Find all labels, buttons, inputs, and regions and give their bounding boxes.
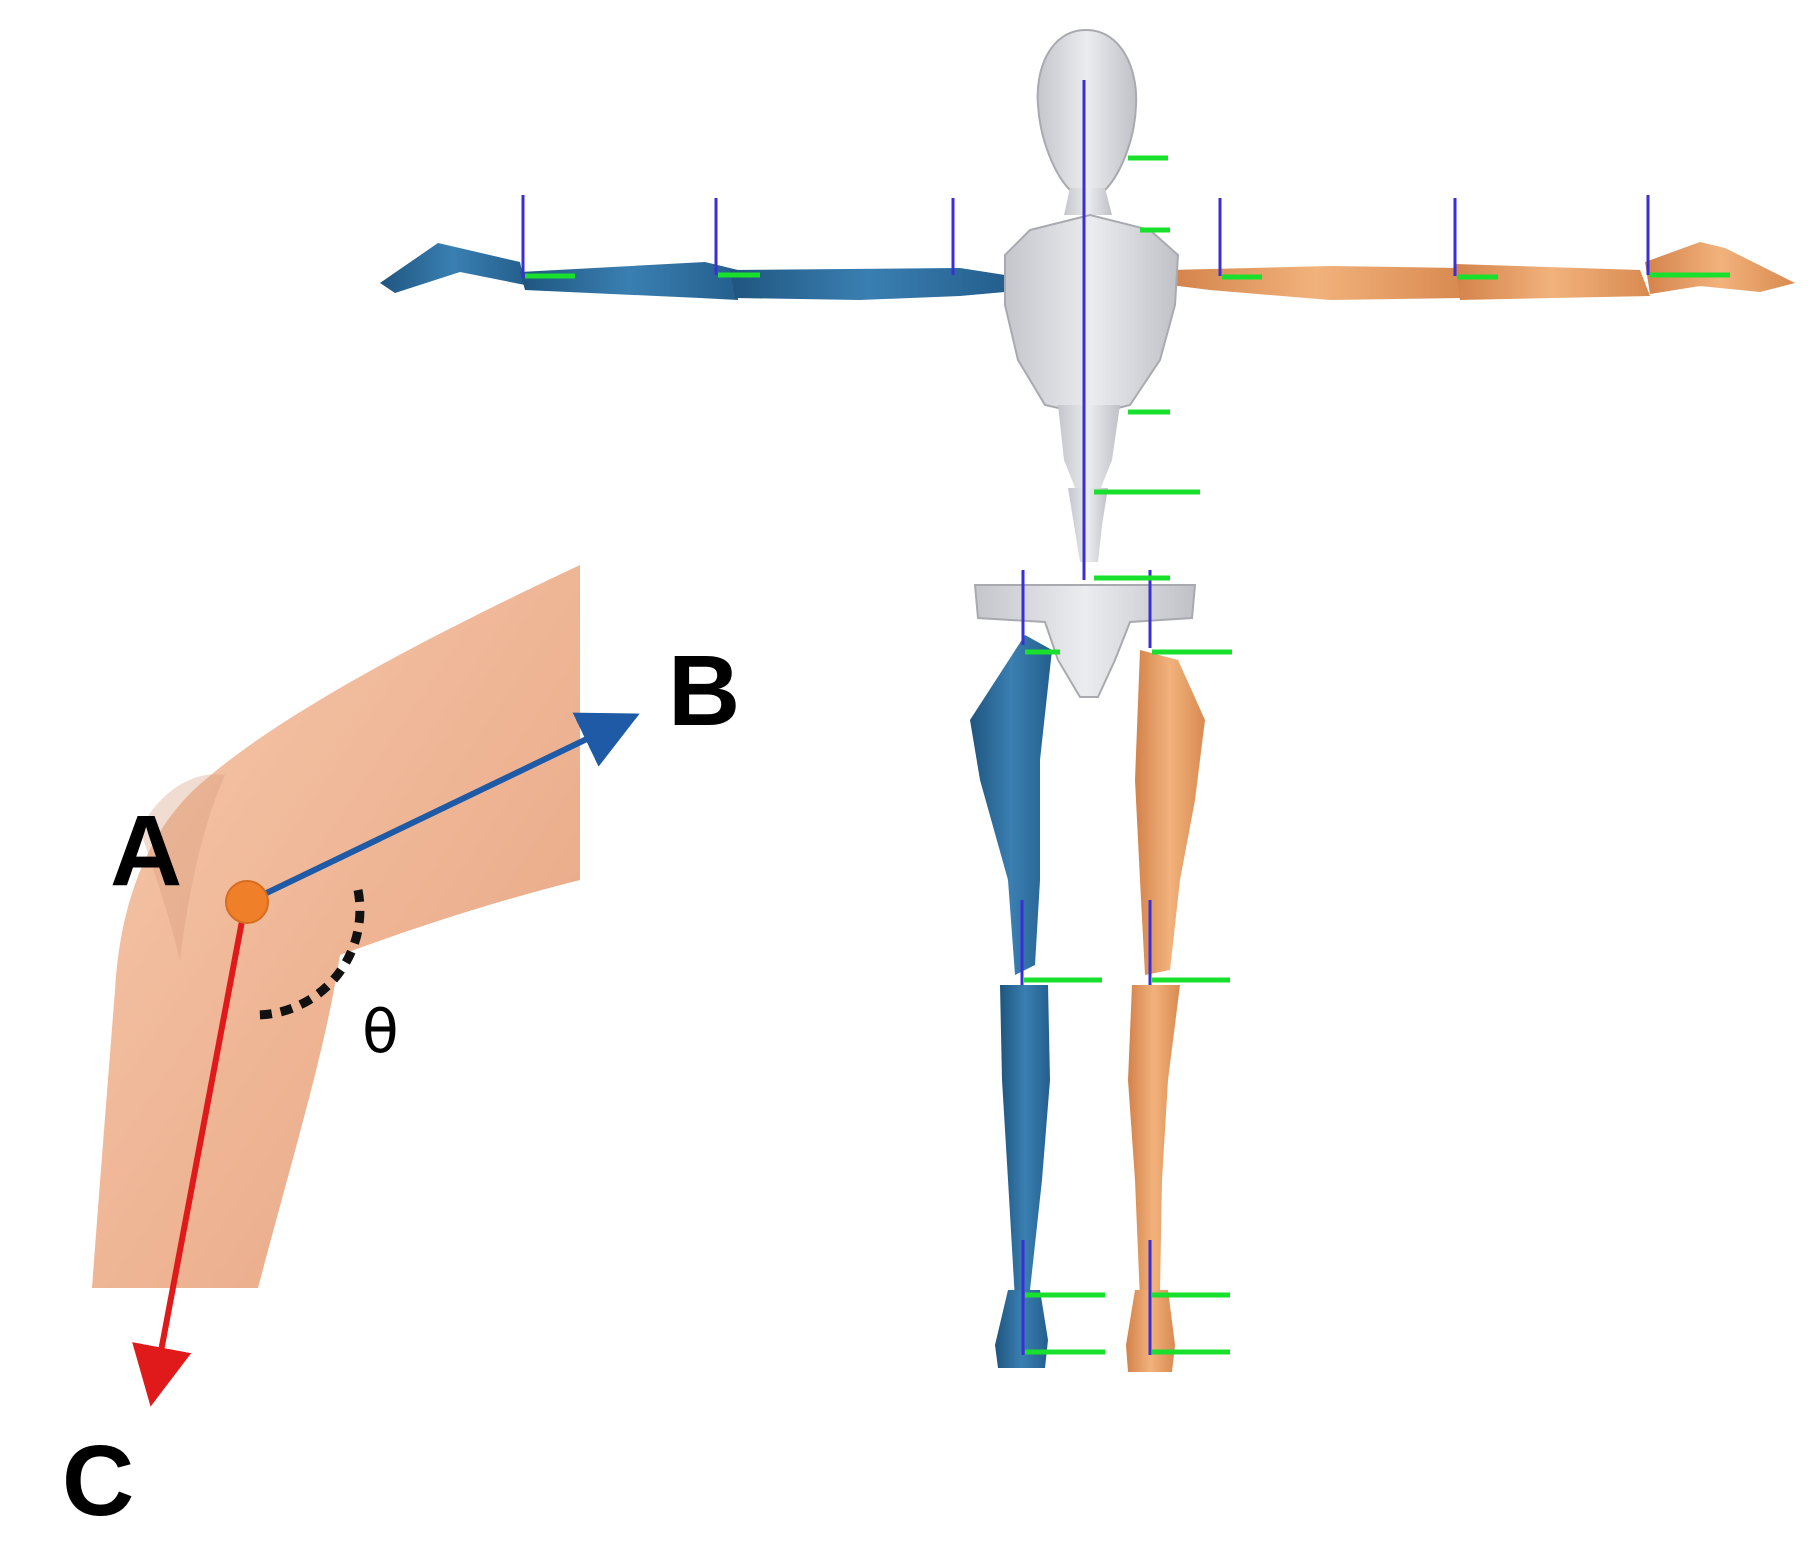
vector-ab-arrow [250,712,640,903]
neck [1064,188,1112,215]
left-upper-arm [1170,266,1462,300]
right-hand [380,243,525,293]
left-thigh [1135,650,1205,975]
right-thigh [970,635,1052,975]
label-c: C [62,1425,134,1537]
knee-shading [140,774,225,960]
joint-point-a [225,880,269,924]
skeleton-model [380,28,1795,1372]
left-shank [1128,985,1180,1300]
vector-ac-arrow [132,904,248,1407]
lower-spine [1068,488,1108,562]
left-arm [1170,242,1795,300]
right-forearm [520,262,738,300]
right-shank [1000,985,1050,1300]
abdomen [1058,405,1120,490]
horizontal-axis-markers [525,155,1730,1355]
right-arm [380,243,1005,300]
bent-leg-illustration [92,565,580,1288]
knee-diagram: A B C θ [62,565,740,1537]
right-leg [970,635,1052,1368]
left-forearm [1455,264,1650,300]
angle-theta-arc [257,889,365,1020]
chest [1004,213,1180,417]
label-theta: θ [362,997,399,1067]
head-and-torso [973,28,1197,698]
head [1036,28,1138,191]
label-b: B [668,635,740,747]
label-a: A [110,795,182,907]
left-leg [1126,650,1205,1372]
vertical-axis-markers [521,80,1650,1355]
right-upper-arm [730,268,1005,300]
left-hand [1645,242,1795,294]
